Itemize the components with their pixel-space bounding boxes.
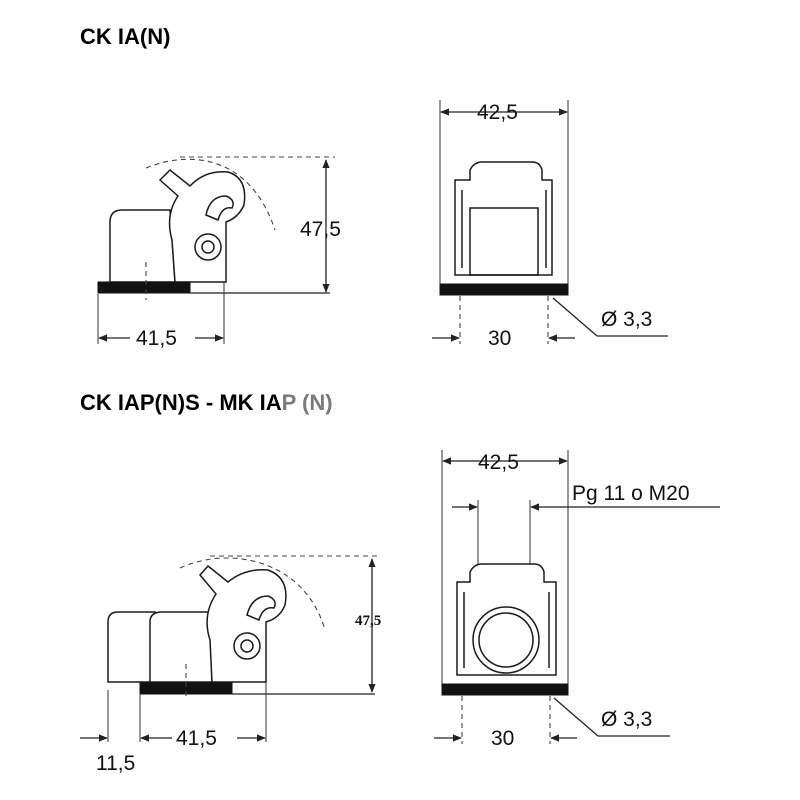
section-b-title-main: CK IAP(N)S - MK IA xyxy=(80,390,282,415)
housing-body xyxy=(109,209,176,283)
lever-slot xyxy=(246,595,276,622)
section-b-offset-label: 11,5 xyxy=(96,752,135,775)
locking-lever xyxy=(158,168,246,283)
lever-pivot-inner xyxy=(240,639,254,653)
lever-pivot-outer xyxy=(194,233,222,261)
housing-body xyxy=(149,611,213,683)
lever-slot xyxy=(205,195,234,222)
section-a-width-label: 41,5 xyxy=(136,327,177,350)
housing-window xyxy=(469,207,539,276)
lever-swing-arc xyxy=(179,557,326,631)
lever-swing-arc xyxy=(145,158,276,231)
section-b-title: CK IAP(N)S - MK IAP (N) xyxy=(80,390,333,415)
section-b-title-grey: P (N) xyxy=(282,390,333,415)
section-b-height-label: 47,5 xyxy=(355,613,381,629)
base-gasket xyxy=(439,283,569,296)
section-b-front-view: 42,5 Pg 11 o M20 30 Ø 3,3 xyxy=(434,450,720,750)
gland-entry-outer xyxy=(472,606,540,674)
section-a-side-view: 47,5 41,5 xyxy=(97,156,341,350)
cable-gland xyxy=(107,611,156,683)
section-b-side-view: 47,5 41,5 11,5 xyxy=(80,555,381,775)
locking-lever xyxy=(199,564,287,683)
lever-pivot-outer xyxy=(233,632,261,660)
section-a-front-view: 42,5 30 Ø 3,3 xyxy=(432,100,668,350)
section-b-front-width-label: 42,5 xyxy=(478,451,519,474)
section-b-thread-label: Pg 11 o M20 xyxy=(572,482,690,505)
section-a-front-width-label: 42,5 xyxy=(477,101,518,124)
section-b-hole-spacing-label: 30 xyxy=(491,727,514,750)
gland-entry-inner xyxy=(478,612,534,668)
housing-front xyxy=(454,161,553,276)
diameter-leader xyxy=(552,297,598,337)
section-a-hole-diameter-label: Ø 3,3 xyxy=(601,308,652,331)
base-gasket xyxy=(441,683,569,696)
section-a-height-label: 47,5 xyxy=(300,218,341,241)
section-a-hole-spacing-label: 30 xyxy=(488,327,511,350)
section-a-title: CK IA(N) xyxy=(80,24,170,49)
diameter-leader xyxy=(553,697,599,737)
section-b-width-label: 41,5 xyxy=(176,727,217,750)
base-gasket xyxy=(97,281,191,294)
section-b-hole-diameter-label: Ø 3,3 xyxy=(601,708,652,731)
lever-pivot-inner xyxy=(201,240,215,254)
